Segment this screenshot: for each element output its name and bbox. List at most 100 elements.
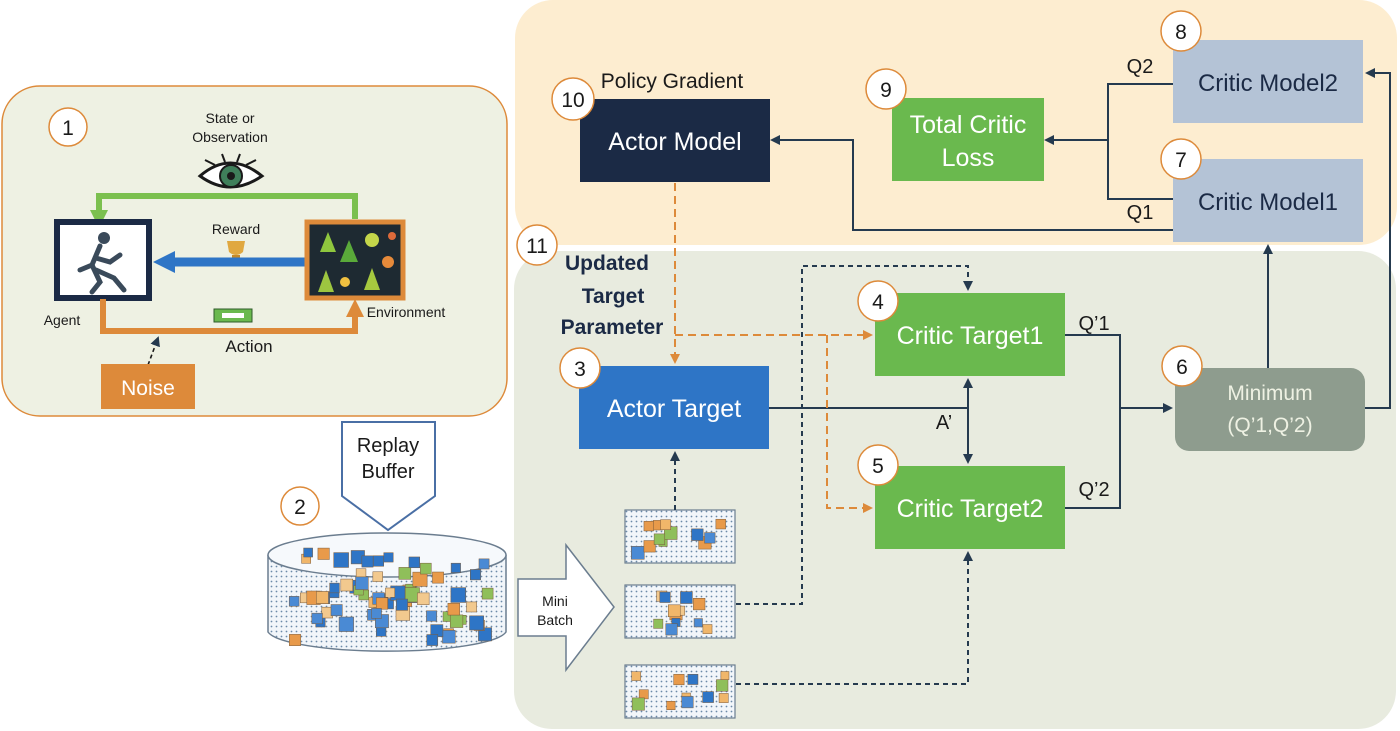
critic-target1-label: Critic Target1 — [897, 322, 1044, 350]
critic-target2-number-badge: 5 — [857, 444, 899, 486]
minimum-to-critic-model2 — [1365, 68, 1391, 409]
data-cube — [450, 562, 461, 573]
critic-target1-box — [875, 293, 1065, 376]
data-cube — [469, 569, 481, 581]
svg-text:7: 7 — [1175, 149, 1187, 172]
data-cube — [687, 674, 699, 685]
data-cube — [704, 532, 716, 544]
data-cube — [643, 540, 656, 553]
replay-buffer-cylinder — [267, 532, 507, 652]
data-cube — [631, 546, 645, 560]
data-cube — [371, 608, 382, 619]
data-cube — [666, 701, 676, 710]
data-cube — [673, 674, 685, 686]
environment-label: Environment — [367, 304, 446, 320]
state-label-1: State or — [205, 110, 254, 126]
data-cube — [691, 528, 704, 541]
data-cube — [718, 693, 729, 703]
replay-number-badge: 2 — [280, 486, 320, 526]
svg-text:10: 10 — [561, 89, 584, 112]
q-prime2-label: Q’2 — [1078, 479, 1109, 501]
update-to-critic-target2 — [826, 335, 873, 513]
q-prime1-label: Q’1 — [1078, 313, 1109, 335]
replay-label-1: Replay — [357, 435, 419, 457]
data-cube — [375, 597, 388, 610]
critic-target2-box — [875, 466, 1065, 549]
eye-icon — [197, 153, 265, 189]
data-cube — [631, 697, 645, 711]
actor-target-box — [579, 366, 769, 449]
q2-label: Q2 — [1127, 56, 1154, 78]
updated-target-label-2: Target — [582, 285, 645, 308]
data-cube — [426, 634, 439, 646]
state-label-2: Observation — [192, 129, 267, 145]
data-cube — [289, 634, 301, 646]
data-cube — [311, 612, 323, 625]
data-cube — [481, 587, 494, 600]
data-cube — [716, 679, 729, 692]
data-cube — [361, 555, 374, 568]
data-cube — [659, 591, 671, 603]
minimum-number-badge: 6 — [1161, 345, 1203, 387]
actor-model-label: Actor Model — [608, 128, 741, 156]
data-cube — [303, 547, 313, 558]
data-cube — [396, 598, 408, 611]
forest-icon — [318, 232, 396, 292]
bottom-panel-number-badge: 11 — [516, 224, 558, 266]
total-critic-loss-number-badge: 9 — [865, 68, 907, 110]
runner-icon — [77, 232, 127, 295]
svg-text:8: 8 — [1175, 21, 1187, 44]
data-cube — [447, 603, 460, 616]
data-cube — [681, 696, 694, 709]
noise-arrow — [147, 336, 160, 366]
mini-batch-label-2: Batch — [537, 612, 573, 628]
data-cube — [469, 615, 484, 631]
data-cube — [693, 618, 703, 628]
data-cube — [643, 521, 654, 532]
actor-model-box — [580, 99, 770, 182]
policy-gradient-label: Policy Gradient — [601, 70, 744, 93]
action-arrow — [100, 299, 364, 334]
critic-model1-label: Critic Model1 — [1198, 189, 1338, 216]
total-critic-loss-label-2: Loss — [942, 144, 995, 172]
svg-text:9: 9 — [880, 79, 892, 102]
svg-text:11: 11 — [526, 235, 548, 258]
data-cube — [720, 671, 730, 680]
data-cube — [372, 555, 384, 567]
batch2-to-critic-target1 — [736, 265, 973, 605]
data-cube — [478, 627, 492, 642]
action-label: Action — [225, 337, 272, 356]
data-cube — [355, 576, 369, 590]
svg-text:4: 4 — [872, 291, 884, 314]
batch-box-3 — [624, 664, 736, 719]
critic-model2-box — [1173, 40, 1363, 123]
updated-target-label-3: Parameter — [561, 316, 664, 339]
data-cube — [668, 604, 681, 618]
policy-gradient-arrow — [770, 135, 1173, 231]
replay-buffer-arrow — [341, 421, 436, 532]
minimum-label-1: Minimum — [1227, 382, 1312, 405]
critic-model2-number-badge: 8 — [1160, 10, 1202, 52]
critic-target1-number-badge: 4 — [857, 280, 899, 322]
data-cube — [383, 552, 394, 563]
data-cube — [478, 558, 490, 570]
data-cube — [680, 591, 693, 604]
mini-batch-arrow — [517, 542, 615, 673]
data-cube — [408, 556, 421, 569]
data-cube — [417, 592, 430, 605]
critic-model1-number-badge: 7 — [1160, 138, 1202, 180]
batch3-to-critic-target2 — [736, 551, 973, 685]
mini-batch-label-1: Mini — [542, 593, 568, 609]
batch-box-2 — [624, 584, 736, 639]
svg-text:5: 5 — [872, 455, 884, 478]
data-cube — [665, 623, 678, 636]
data-cube — [432, 571, 444, 584]
data-cube — [702, 691, 714, 703]
a-prime-label: A’ — [936, 412, 952, 434]
svg-text:3: 3 — [574, 358, 586, 381]
data-cube — [653, 533, 666, 545]
data-cube — [329, 582, 340, 594]
data-cube — [450, 587, 466, 603]
data-cube — [372, 571, 383, 582]
